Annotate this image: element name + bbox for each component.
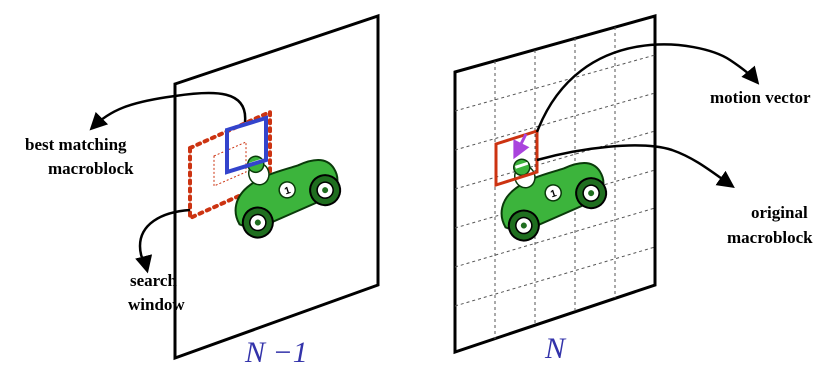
motion-vector-arrow bbox=[513, 133, 530, 160]
label-original-2: macroblock bbox=[727, 228, 813, 247]
curved-arrow-icon-search bbox=[135, 208, 191, 274]
label-search-1: search bbox=[130, 271, 177, 290]
curved-arrow-icon-motion bbox=[535, 43, 760, 133]
best-matching-block bbox=[225, 115, 268, 175]
label-search-2: window bbox=[128, 295, 185, 314]
label-original-1: original bbox=[751, 203, 808, 222]
curved-arrow-icon-original bbox=[536, 144, 735, 189]
label-best-matching-2: macroblock bbox=[48, 159, 134, 178]
co-located-block-outline bbox=[213, 141, 247, 187]
label-motion-vector: motion vector bbox=[710, 88, 811, 107]
frame-label-prev: N −1 bbox=[245, 336, 308, 369]
original-macroblock-box bbox=[494, 128, 539, 188]
frame-label-curr: N bbox=[545, 332, 566, 365]
curved-arrow-icon-best-match bbox=[89, 91, 247, 131]
label-best-matching-1: best matching bbox=[25, 135, 127, 154]
